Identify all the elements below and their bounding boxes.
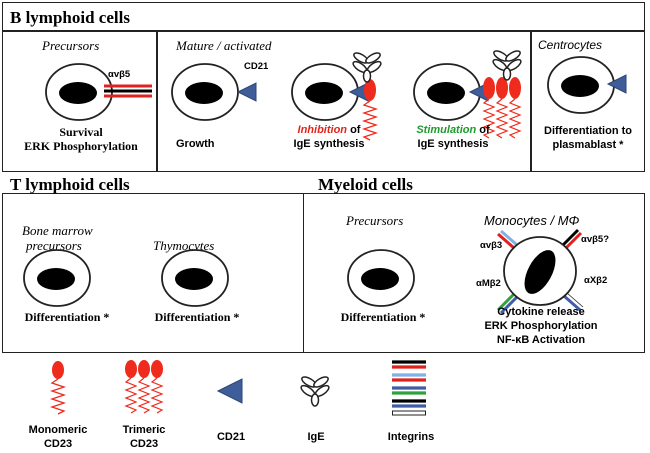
t-bone-marrow-title-1: Bone marrow bbox=[22, 223, 93, 238]
myeloid-title: Myeloid cells bbox=[318, 175, 413, 194]
legend-trimeric-label-2: CD23 bbox=[129, 438, 159, 450]
b-lymphoid-panel bbox=[2, 2, 645, 172]
m-precursor-caption: Differentiation * bbox=[340, 310, 426, 324]
b-inhibition-caption-2: IgE synthesis bbox=[293, 138, 365, 150]
legend-cd21-label: CD21 bbox=[216, 431, 246, 443]
b-precursor-integrin-label: αvβ5 bbox=[108, 69, 131, 80]
legend-trimeric-cd23-icon bbox=[124, 360, 164, 414]
t-bone-marrow-cell bbox=[23, 249, 91, 307]
stimulation-of: of bbox=[476, 124, 490, 136]
legend-integrins-label: Integrins bbox=[387, 431, 435, 443]
b-centrocyte-cell bbox=[547, 56, 615, 114]
b-stimulation-caption-2: IgE synthesis bbox=[417, 138, 489, 150]
m-integrin-axb2: αXβ2 bbox=[584, 275, 608, 286]
b-mature-cell-growth bbox=[171, 63, 239, 121]
b-header-rule bbox=[2, 30, 645, 32]
m-integrin-amb2: αMβ2 bbox=[476, 278, 501, 289]
legend-monomeric-label-1: Monomeric bbox=[28, 424, 88, 436]
b-precursor-caption-2: ERK Phosphorylation bbox=[24, 139, 138, 153]
m-precursor-cell bbox=[347, 249, 415, 307]
t-thymocyte-cell bbox=[161, 249, 229, 307]
b-mature-title: Mature / activated bbox=[176, 38, 272, 53]
b-mature-cell-inhibition bbox=[291, 63, 359, 121]
t-bone-marrow-title-2: precursors bbox=[26, 238, 82, 253]
inhibition-of: of bbox=[347, 124, 361, 136]
legend-monomeric-cd23-icon bbox=[49, 361, 67, 415]
b-precursor-integrin-icon bbox=[104, 84, 152, 98]
legend-ige-label: IgE bbox=[307, 431, 325, 443]
legend-integrins-icon bbox=[392, 360, 426, 416]
t-thymocyte-caption: Differentiation * bbox=[154, 310, 240, 324]
b-centrocyte-caption-1: Differentiation to bbox=[544, 125, 632, 137]
b-mature-cell-stimulation bbox=[413, 63, 481, 121]
b-lymphoid-title: B lymphoid cells bbox=[10, 8, 130, 27]
b-centrocyte-caption-2: plasmablast * bbox=[552, 139, 624, 151]
cd21-icon bbox=[606, 74, 627, 94]
m-monocyte-cell bbox=[496, 228, 585, 315]
myeloid-panel bbox=[303, 193, 645, 353]
monomeric-cd23-icon bbox=[361, 79, 379, 141]
t-bone-marrow-caption: Differentiation * bbox=[24, 310, 110, 324]
m-caption-1: Cytokine release bbox=[497, 306, 585, 318]
legend-ige-icon bbox=[300, 376, 330, 407]
t-lymphoid-title: T lymphoid cells bbox=[10, 175, 130, 194]
b-precursors-title: Precursors bbox=[42, 38, 100, 53]
cd21-icon bbox=[236, 82, 257, 102]
m-integrin-avb3: αvβ3 bbox=[480, 240, 503, 251]
legend-trimeric-label-1: Trimeric bbox=[122, 424, 166, 436]
legend-monomeric-label-2: CD23 bbox=[43, 438, 73, 450]
m-precursors-title: Precursors bbox=[346, 213, 404, 228]
m-caption-3: NF-κB Activation bbox=[496, 334, 586, 346]
b-precursor-caption-1: Survival bbox=[59, 125, 103, 139]
ige-icon bbox=[492, 50, 522, 81]
b-stimulation-caption: Stimulation of bbox=[398, 123, 508, 137]
ige-icon bbox=[352, 52, 382, 83]
b-cd21-label: CD21 bbox=[244, 61, 269, 72]
m-caption-2: ERK Phosphorylation bbox=[484, 320, 598, 332]
b-inhibition-caption: Inhibition of bbox=[284, 123, 374, 137]
m-monocytes-title: Monocytes / MΦ bbox=[484, 213, 580, 228]
m-integrin-avb5: αvβ5? bbox=[581, 234, 610, 245]
stimulation-word: Stimulation bbox=[416, 124, 477, 136]
b-centrocytes-title: Centrocytes bbox=[538, 38, 603, 52]
b-mature-divider-left bbox=[156, 30, 158, 172]
b-growth-caption: Growth bbox=[176, 138, 215, 150]
inhibition-word: Inhibition bbox=[297, 124, 348, 136]
legend-cd21-icon bbox=[216, 378, 243, 404]
t-thymocytes-title: Thymocytes bbox=[153, 238, 215, 253]
trimeric-cd23-icon bbox=[482, 77, 522, 139]
b-mature-divider-right bbox=[530, 30, 532, 172]
